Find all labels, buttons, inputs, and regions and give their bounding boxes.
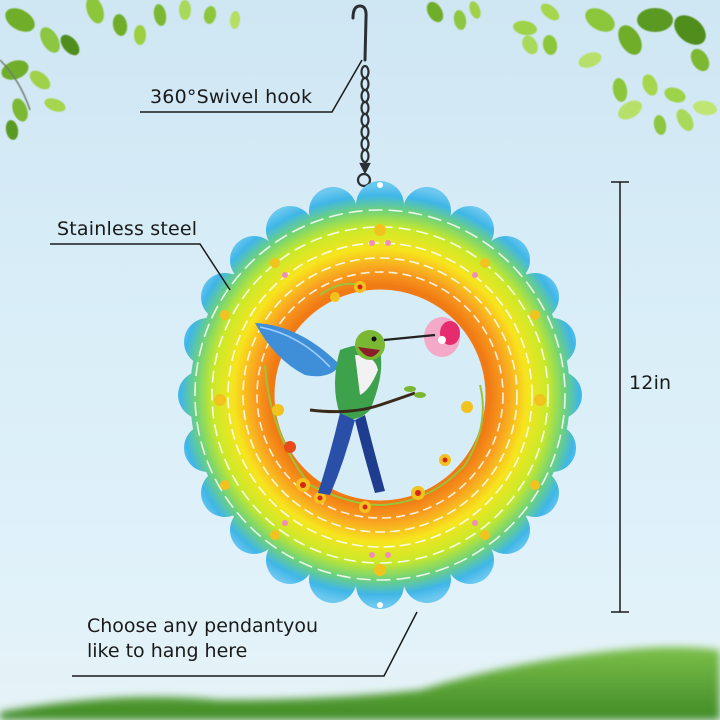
pendant-note-line-1: Choose any pendantyou [87,615,319,637]
leaves-top-right [426,1,717,135]
pendant-note: Choose any pendantyou like to hang here [87,614,318,664]
swivel-hook [351,4,372,188]
material-label: Stainless steel [57,218,198,240]
pendant-note-line-2: like to hang here [87,640,248,662]
size-label: 12in [629,372,672,394]
hook-label: 360°Swivel hook [150,86,313,108]
wind-spinner [178,181,582,609]
leaves-top-left [0,0,241,140]
